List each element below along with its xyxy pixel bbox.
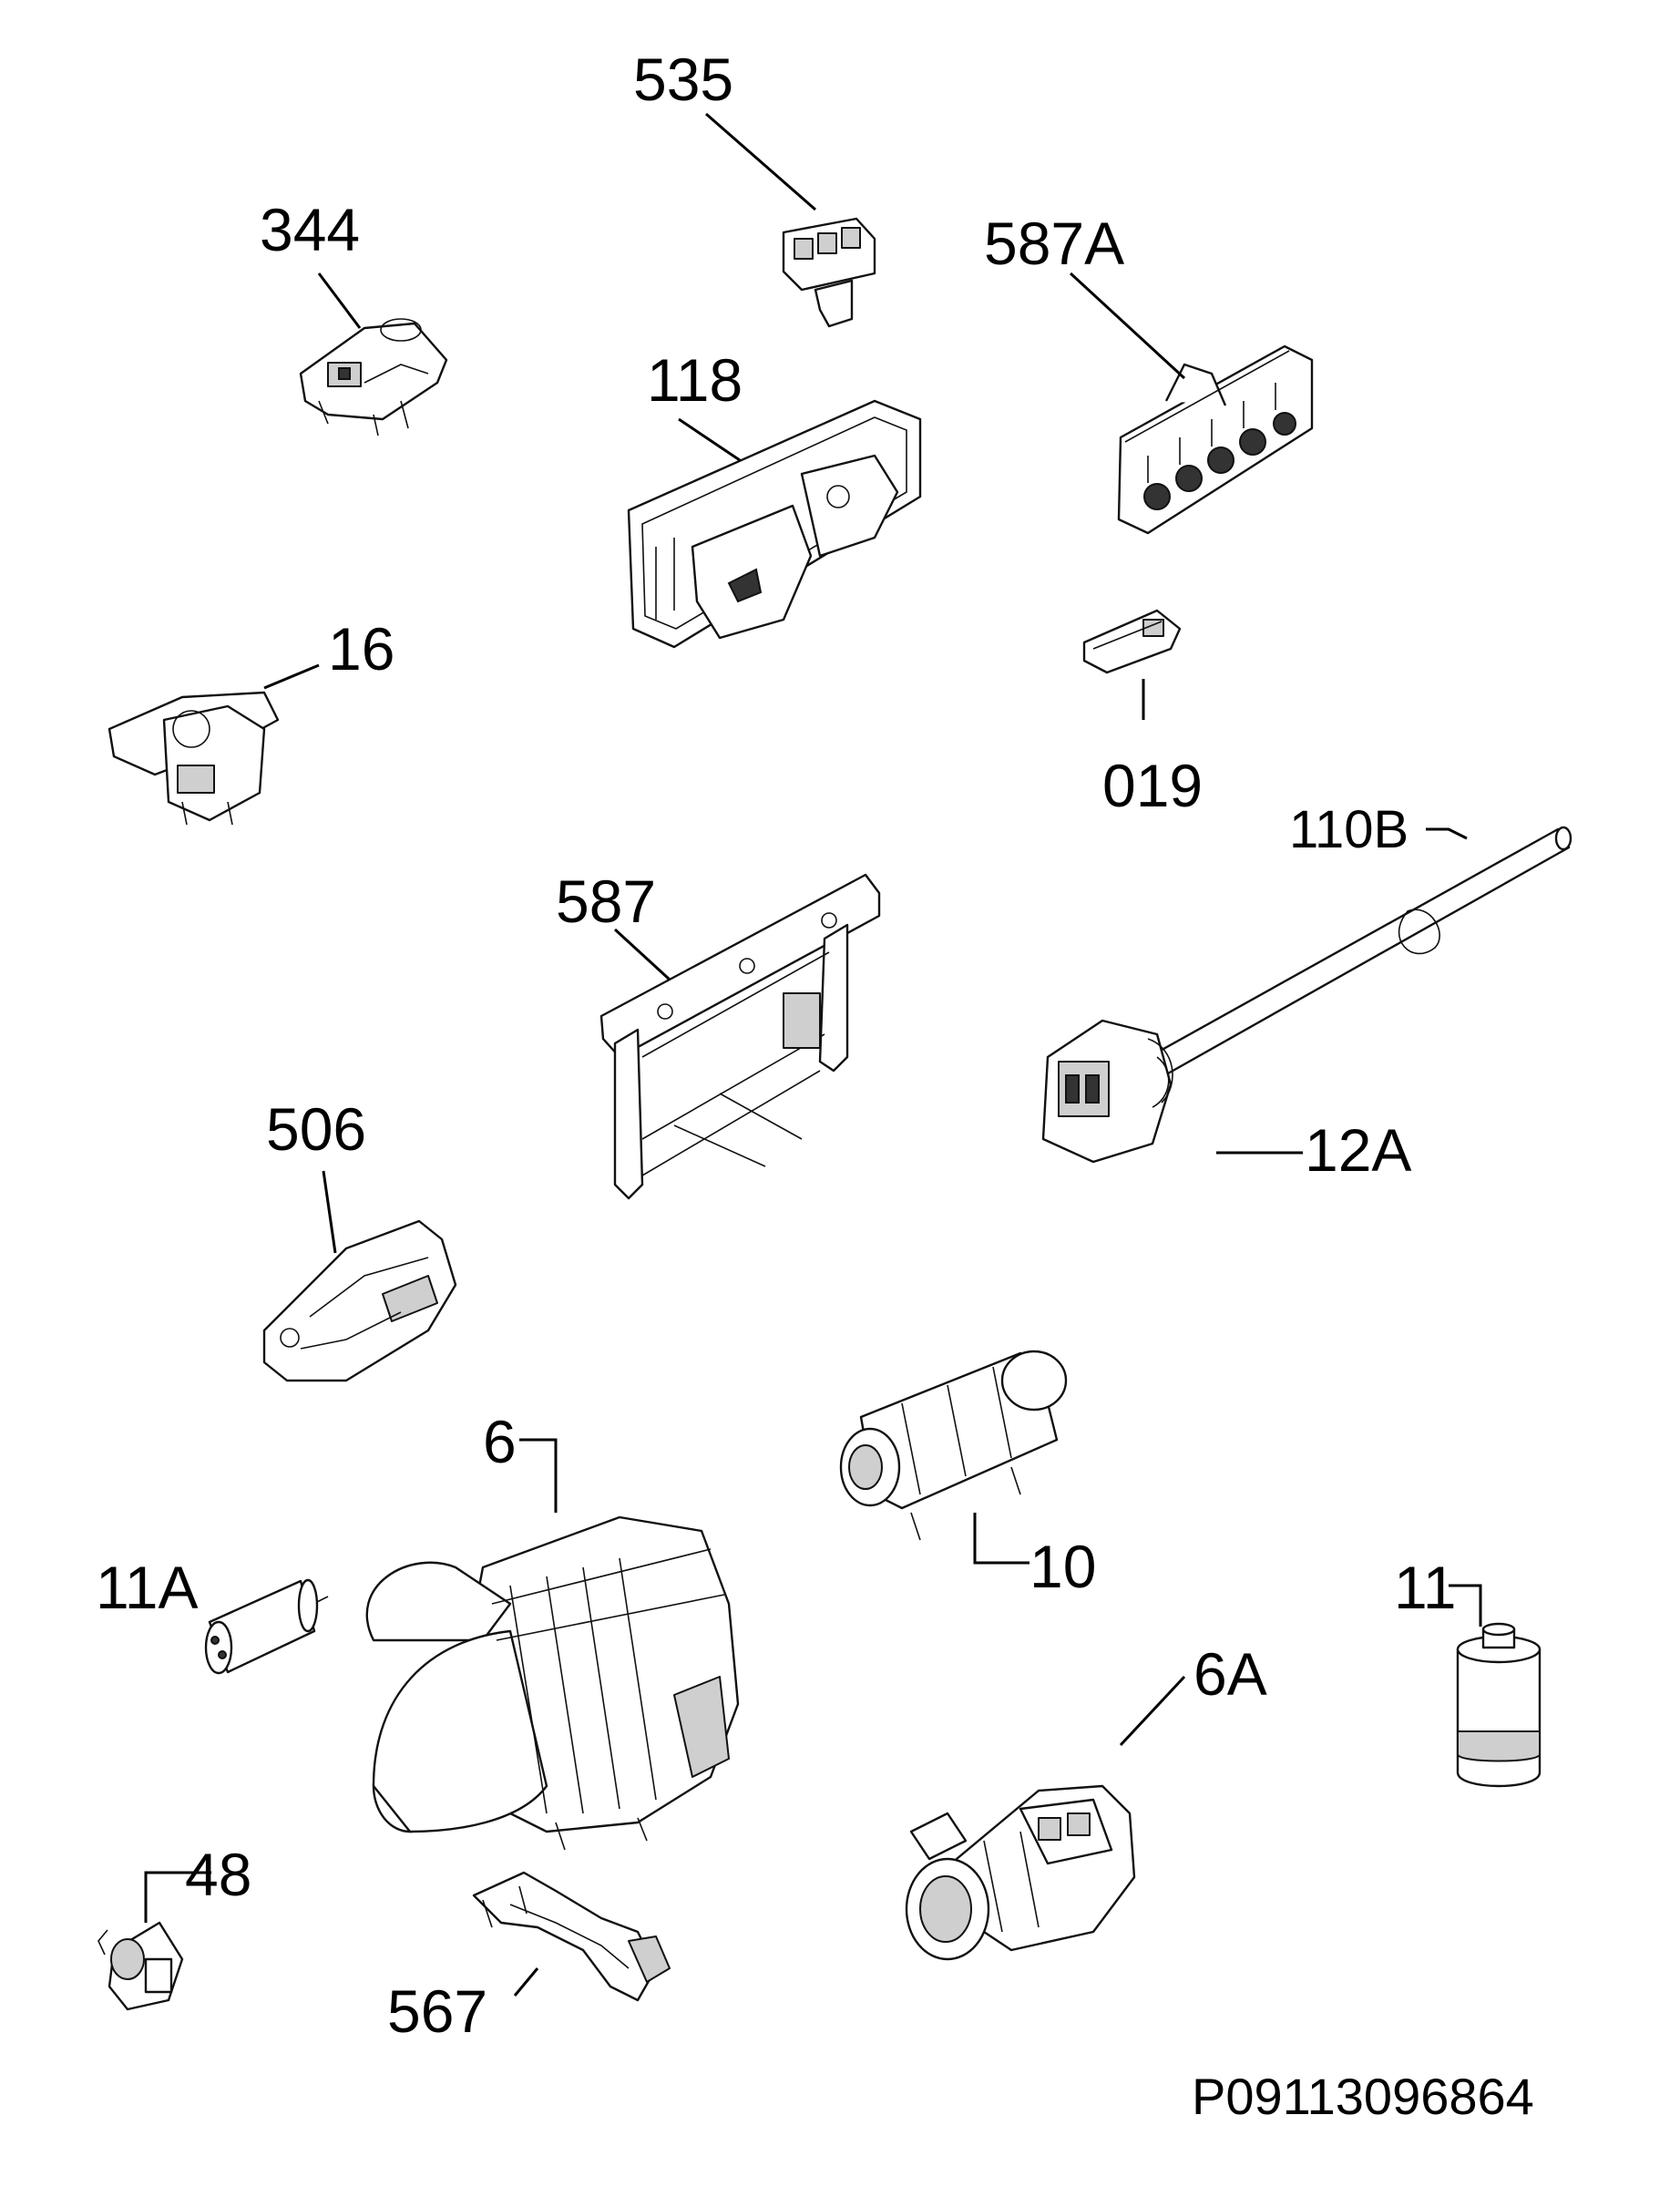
part-16-pressure-switch[interactable] (108, 691, 280, 826)
part-12A-sensor[interactable] (1041, 826, 1572, 1164)
callout-6: 6 (483, 1408, 517, 1475)
callout-48: 48 (185, 1841, 251, 1908)
part-506-clip[interactable] (262, 1219, 457, 1382)
part-344-switch[interactable] (299, 318, 448, 436)
part-019-connector[interactable] (1082, 609, 1182, 674)
part-535-connector[interactable] (782, 217, 876, 328)
part-118-control-board[interactable] (627, 399, 922, 649)
part-11A-capacitor[interactable] (204, 1578, 329, 1675)
callout-110B: 110B (1289, 800, 1409, 859)
callout-019: 019 (1102, 752, 1203, 819)
callout-118: 118 (647, 346, 743, 414)
callout-535: 535 (633, 46, 733, 113)
callout-344: 344 (260, 196, 360, 263)
drawing-code: P09113096864 (1192, 2068, 1534, 2125)
callout-587A: 587A (984, 210, 1124, 277)
part-11-capacitor[interactable] (1456, 1622, 1542, 1788)
part-6A-drain-pump[interactable] (905, 1784, 1136, 1961)
callout-506: 506 (266, 1095, 366, 1163)
part-10-heater[interactable] (839, 1350, 1068, 1541)
callout-12A: 12A (1305, 1116, 1411, 1184)
callout-11: 11 (1394, 1554, 1457, 1621)
callout-16: 16 (328, 615, 394, 683)
callout-labels: 535 344 587A 118 16 019 110B 587 12A 506… (96, 46, 1534, 2125)
callout-587: 587 (556, 868, 656, 935)
part-587-bracket[interactable] (599, 873, 881, 1200)
callout-11A: 11A (96, 1554, 199, 1621)
callout-10: 10 (1030, 1533, 1096, 1600)
callout-567: 567 (387, 1977, 487, 2045)
part-6-motor[interactable] (365, 1515, 740, 1851)
callout-6A: 6A (1193, 1640, 1267, 1708)
part-587A-module[interactable] (1117, 344, 1314, 535)
part-567-clamp[interactable] (472, 1871, 671, 2002)
part-48-valve[interactable] (97, 1921, 184, 2011)
leader-lines (144, 112, 1482, 1997)
